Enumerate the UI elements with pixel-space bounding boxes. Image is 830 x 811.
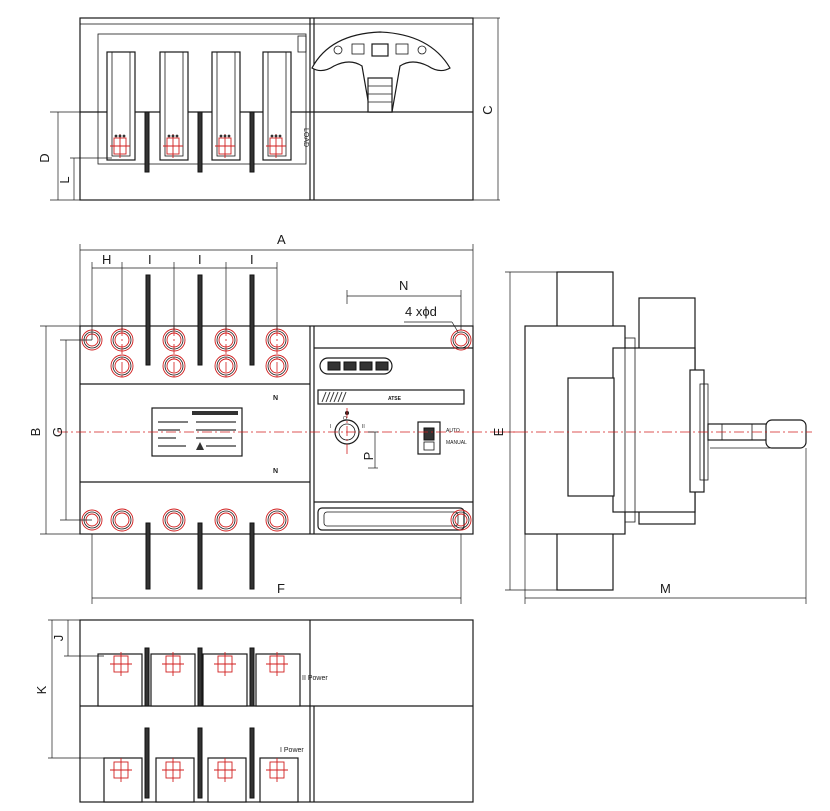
neutral-bottom: N [273,468,278,475]
holes-label: 4 xϕd [405,304,437,319]
dim-H: H [102,252,111,267]
dim-L: L [57,176,72,183]
dim-D: D [37,153,52,162]
dim-I-1: I [148,252,152,267]
dim-I-2: I [198,252,202,267]
manual-label: MANUAL [446,440,467,446]
power-2-terminals [97,647,301,707]
neutral-top: N [273,395,278,402]
auto-label: AUTO [446,428,460,434]
dim-P: P [361,452,376,461]
front-view: N N ATSE O I II A [28,232,520,604]
dim-I-3: I [250,252,254,267]
atse-label: ATSE [388,396,402,402]
dim-C: C [480,105,495,114]
dim-N: N [399,278,408,293]
dim-A: A [277,232,286,247]
power-1-terminals [103,727,299,803]
side-view: E M [491,271,812,604]
dim-E: E [491,427,506,436]
position-ii: II [362,424,365,430]
top-handle [311,31,451,113]
power-2-label: II Power [302,675,328,682]
dim-M: M [660,581,671,596]
bottom-view: II Power I Power J K [34,619,474,803]
dim-G: G [50,427,65,437]
power-1-label: I Power [280,747,304,754]
top-view: LOAD D L C [37,17,500,201]
load-terminal-group [106,51,292,173]
dim-K: K [34,685,49,694]
dim-B: B [28,428,43,437]
dim-F: F [277,581,285,596]
load-label: LOAD [302,128,309,147]
position-o: O [343,416,347,422]
position-i: I [330,424,331,430]
dim-J: J [51,635,66,642]
